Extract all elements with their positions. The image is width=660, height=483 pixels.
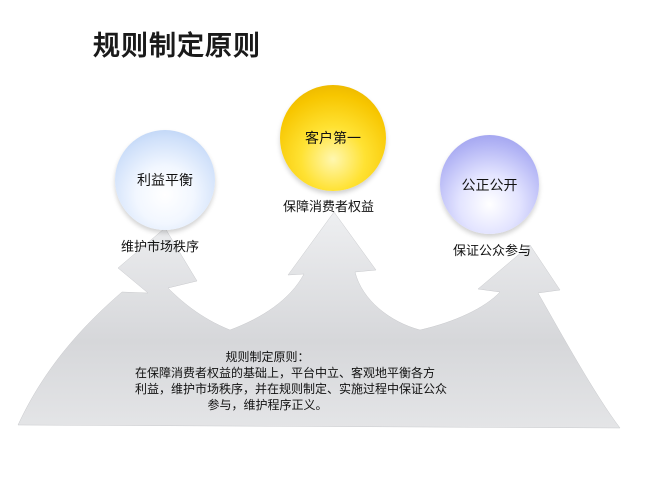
description-text: 规则制定原则： 在保障消费者权益的基础上，平台中立、客观地平衡各方 利益，维护市… <box>135 349 448 413</box>
customer-first-circle-label: 客户第一 <box>305 131 361 147</box>
description-line: 利益，维护市场秩序，并在规则制定、实施过程中保证公众 <box>135 382 448 396</box>
left-caption: 维护市场秩序 <box>121 240 200 255</box>
description-line: 在保障消费者权益的基础上，平台中立、客观地平衡各方 <box>135 366 436 380</box>
description-line: 规则制定原则： <box>225 350 310 364</box>
customer-first-circle: 客户第一 <box>280 85 386 191</box>
description-line: 参与，维护程序正义。 <box>207 398 328 412</box>
balance-circle: 利益平衡 <box>115 130 215 230</box>
right-caption: 保证公众参与 <box>453 244 532 259</box>
arrow-body <box>17 211 621 429</box>
fair-open-circle-label: 公正公开 <box>461 177 518 194</box>
page-title: 规则制定原则 <box>93 31 261 62</box>
balance-circle-label: 利益平衡 <box>137 173 193 189</box>
center-caption: 保障消费者权益 <box>283 200 375 215</box>
fair-open-circle: 公正公开 <box>440 135 539 234</box>
